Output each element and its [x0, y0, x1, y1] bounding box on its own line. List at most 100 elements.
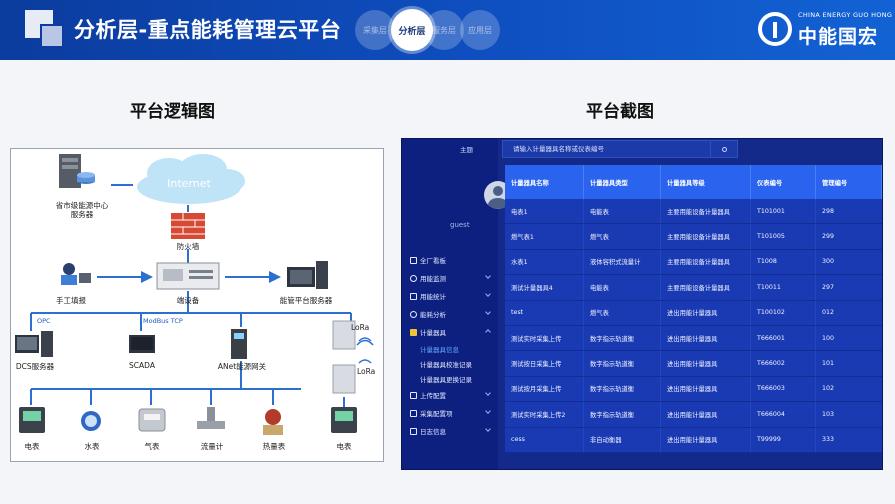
- table-cell: 299: [822, 233, 835, 241]
- table-cell: 进出用能计量器具: [661, 351, 751, 376]
- menu-item-icon: [410, 328, 417, 336]
- sidebar-item[interactable]: 计量器具: [402, 323, 498, 341]
- table-cell: 297: [822, 283, 835, 291]
- firewall-icon: [171, 213, 205, 239]
- chevron-down-icon: [485, 408, 491, 414]
- sidebar-item-label: 计量器具信息: [420, 345, 459, 354]
- sidebar-item[interactable]: 上传配置: [402, 386, 498, 404]
- heat-meter-icon: [263, 409, 283, 435]
- table-cell: test: [505, 300, 584, 325]
- nav-application[interactable]: 应用层: [460, 10, 500, 50]
- chevron-down-icon: [485, 309, 491, 315]
- sidebar-item-label: 全厂看板: [420, 257, 446, 265]
- table-cell: 298: [822, 207, 835, 215]
- sidebar-subitem[interactable]: 计量器具信息: [402, 341, 498, 356]
- label-lora-1: LoRa: [351, 323, 370, 332]
- table-cell: T666003: [751, 376, 816, 402]
- table-cell: 数字指示轨道衡: [584, 402, 661, 427]
- column-header[interactable]: 计量器具等级: [661, 165, 751, 199]
- table-cell: T101005: [751, 224, 816, 249]
- scada-icon: [129, 335, 155, 353]
- brand-english: CHINA ENERGY GUO HONG: [798, 11, 893, 19]
- table-cell: 电能表: [584, 199, 661, 224]
- sidebar-item-label: 计量器具更换记录: [420, 375, 472, 384]
- sidebar-item-label: 日志信息: [420, 428, 446, 436]
- table-cell: 进出用能计量器具: [661, 376, 751, 402]
- sidebar-item[interactable]: 全厂看板: [402, 251, 498, 269]
- search-icon: [722, 146, 727, 152]
- sidebar-item[interactable]: 采集配置项: [402, 404, 498, 422]
- table-cell: 燃气表: [584, 224, 661, 249]
- sidebar-item[interactable]: 日志信息: [402, 422, 498, 440]
- label-meter-gas: 气表: [144, 442, 160, 451]
- table-cell: T666001: [751, 325, 816, 351]
- table-cell: 燃气表: [584, 300, 661, 325]
- table-cell: 测试实时采集上传2: [505, 402, 584, 427]
- table-cell: 主要用能设备计量器具: [661, 224, 751, 249]
- table-cell: 进出用能计量器具: [661, 402, 751, 427]
- label-mgmt-server: 能管平台服务器: [279, 296, 333, 305]
- column-header[interactable]: 管理编号: [816, 165, 882, 199]
- sidebar-item[interactable]: 用能监测: [402, 269, 498, 287]
- menu-item-icon: [410, 256, 417, 264]
- sidebar-subitem[interactable]: 计量器具校准记录: [402, 356, 498, 371]
- center-server-icon: [59, 154, 95, 188]
- table-cell: 102: [822, 385, 835, 393]
- platform-screenshot: 主题 guest 全厂看板用能监测用能统计能耗分析计量器具计量器具信息计量器具校…: [401, 138, 883, 470]
- water-meter-icon: [81, 411, 101, 431]
- sidebar-item-label: 采集配置项: [420, 410, 453, 418]
- nav-collect[interactable]: 采集层: [355, 10, 395, 50]
- table-cell: 数字指示轨道衡: [584, 376, 661, 402]
- chevron-down-icon: [485, 390, 491, 396]
- table-cell: 333: [822, 436, 835, 444]
- logic-diagram: 省市级能源中心 服务器 Internet 防火墙 手工填报 端设备 能管平台服务…: [10, 148, 384, 462]
- sidebar-item[interactable]: 用能统计: [402, 287, 498, 305]
- table-cell: 电表1: [505, 199, 584, 224]
- column-header[interactable]: 计量器具名称: [505, 165, 584, 199]
- table-cell: T99999: [751, 427, 816, 452]
- sidebar-item-label: 用能监测: [420, 275, 446, 283]
- label-meter-flow: 流量计: [200, 442, 224, 451]
- label-modbus: ModBus TCP: [143, 317, 183, 325]
- label-dcs: DCS服务器: [15, 362, 55, 371]
- gas-meter-icon: [138, 408, 166, 432]
- label-anet: ANet能源网关: [217, 362, 267, 371]
- meter-search-input[interactable]: [502, 140, 738, 158]
- table-cell: 非自动衡器: [584, 427, 661, 452]
- nav-service[interactable]: 服务层: [424, 10, 464, 50]
- theme-label[interactable]: 主题: [460, 146, 473, 154]
- label-meter-electric-2: 电表: [336, 442, 352, 451]
- label-manual-entry: 手工填报: [56, 296, 86, 305]
- nav-analysis[interactable]: 分析层: [391, 9, 433, 51]
- sidebar-item-label: 上传配置: [420, 392, 446, 400]
- brand-chinese: 中能国宏: [798, 26, 879, 48]
- search-button[interactable]: [710, 140, 738, 158]
- table-cell: T100102: [751, 300, 816, 325]
- lora-device-icon-2: [332, 359, 372, 394]
- diagram-lines: [15, 154, 374, 435]
- gateway-device-icon: [156, 262, 220, 290]
- menu-item-icon: [410, 292, 417, 300]
- sidebar-item[interactable]: 能耗分析: [402, 305, 498, 323]
- table-cell: 水表1: [505, 249, 584, 275]
- column-header[interactable]: 计量器具类型: [584, 165, 661, 199]
- sidebar-subitem[interactable]: 计量器具更换记录: [402, 371, 498, 386]
- label-gateway: 端设备: [176, 296, 200, 305]
- chevron-down-icon: [485, 426, 491, 432]
- column-header[interactable]: 仪表编号: [751, 165, 816, 199]
- page-title: 分析层-重点能耗管理云平台: [74, 18, 342, 42]
- table-cell: T10011: [751, 275, 816, 300]
- right-section-title: 平台截图: [586, 102, 654, 122]
